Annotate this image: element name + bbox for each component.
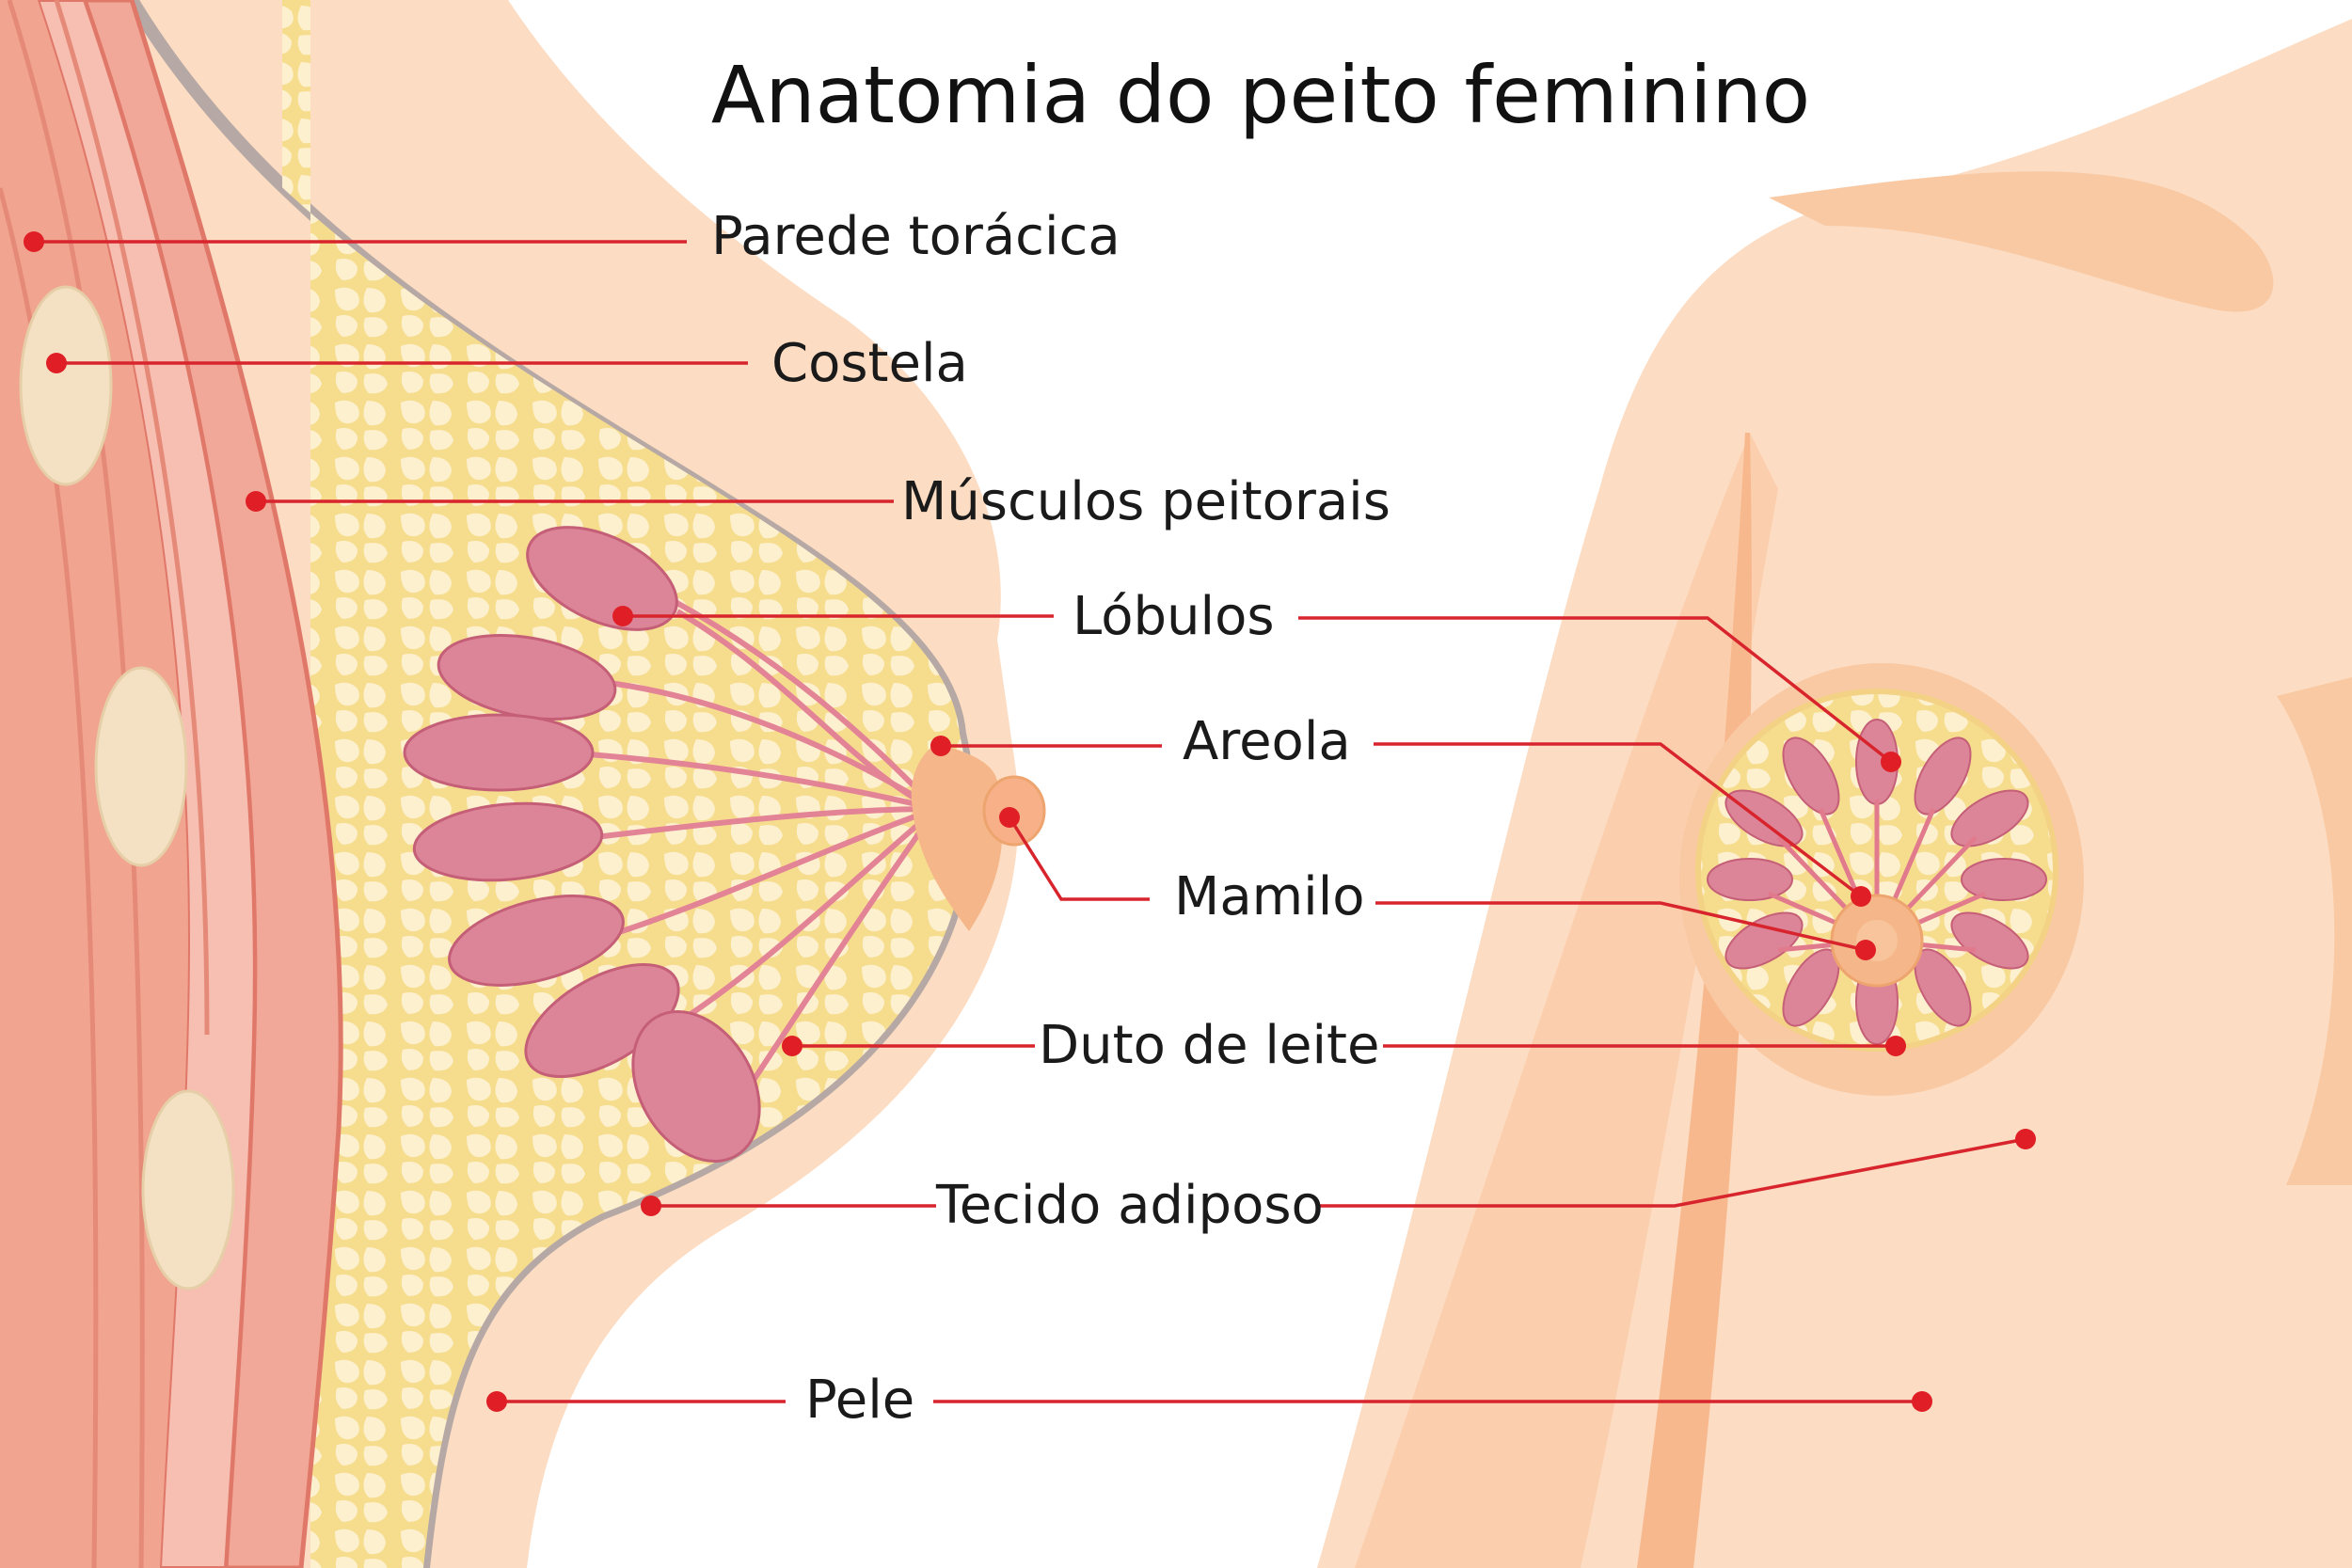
breast-front-view bbox=[1679, 663, 2084, 1096]
marker-skin-left bbox=[486, 1391, 507, 1412]
label-chest-wall: Parede torácica bbox=[711, 206, 1120, 267]
marker-milk-duct-right bbox=[1885, 1036, 1906, 1056]
torso-side-shadow bbox=[2277, 677, 2352, 1185]
marker-adipose-right bbox=[2015, 1129, 2036, 1149]
label-lobules: Lóbulos bbox=[1073, 586, 1275, 647]
label-skin: Pele bbox=[805, 1370, 914, 1431]
label-adipose-tissue: Tecido adiposo bbox=[935, 1175, 1324, 1236]
marker-nipple-right bbox=[1855, 940, 1876, 960]
marker-adipose-left bbox=[641, 1196, 661, 1216]
marker-areola-right bbox=[1851, 886, 1871, 907]
rib-1 bbox=[19, 285, 113, 486]
marker-milk-duct-left bbox=[782, 1036, 803, 1056]
label-rib: Costela bbox=[771, 333, 968, 394]
marker-pectoral bbox=[246, 491, 266, 512]
milk-ducts bbox=[554, 580, 939, 1112]
label-areola: Areola bbox=[1183, 711, 1351, 772]
marker-rib bbox=[46, 353, 67, 373]
marker-areola-left bbox=[930, 736, 951, 756]
rib-2 bbox=[94, 666, 188, 867]
marker-lobules-left bbox=[612, 606, 633, 626]
rib-3 bbox=[141, 1089, 235, 1291]
lobules bbox=[403, 526, 761, 1163]
areola-side bbox=[911, 743, 1003, 931]
diagram-title: Anatomia do peito feminino bbox=[711, 49, 1810, 141]
marker-lobules-right bbox=[1881, 752, 1901, 772]
ribs bbox=[19, 285, 235, 1291]
label-nipple: Mamilo bbox=[1174, 866, 1365, 927]
marker-skin-right bbox=[1912, 1391, 1932, 1412]
leader-lines bbox=[24, 231, 2036, 1412]
arm-skin bbox=[1355, 433, 1778, 1568]
label-milk-duct: Duto de leite bbox=[1039, 1015, 1379, 1076]
shoulder-shadow bbox=[1769, 171, 2274, 312]
label-pectoral-muscles: Músculos peitorais bbox=[901, 471, 1391, 532]
marker-chest-wall bbox=[24, 231, 44, 252]
marker-nipple-left bbox=[999, 807, 1020, 828]
labels: Parede torácica Costela Músculos peitora… bbox=[711, 206, 1391, 1431]
